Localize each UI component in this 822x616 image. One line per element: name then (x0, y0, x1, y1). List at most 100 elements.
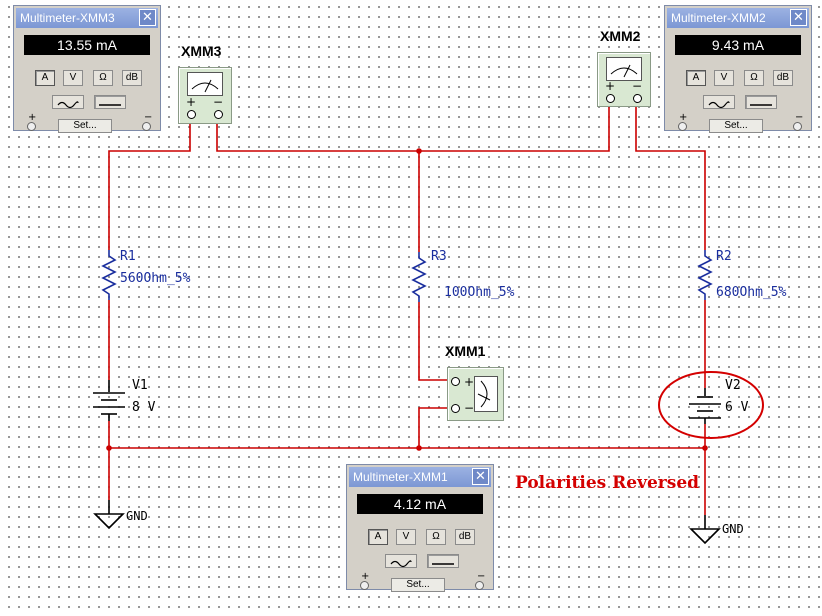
resistor-r1-symbol (101, 250, 117, 300)
dc-line-icon (99, 104, 121, 106)
plus-terminal-label: + (679, 112, 688, 123)
v1-value-label: 8 V (132, 400, 156, 415)
plus-jack-icon[interactable] (360, 581, 369, 590)
minus-jack-icon[interactable] (475, 581, 484, 590)
r3-branch-wire (418, 151, 453, 381)
v2-value-label: 6 V (725, 400, 749, 415)
xmm2-meter-symbol[interactable]: + − (597, 52, 651, 107)
plus-jack-icon[interactable] (678, 122, 687, 131)
window-title: Multimeter-XMM2 (671, 11, 766, 25)
meter-face-icon (474, 376, 498, 412)
xmm1-return-wire (418, 407, 453, 448)
top-wire-right (216, 105, 610, 152)
minus-terminal-label: − (477, 571, 486, 582)
sine-wave-icon (708, 101, 730, 109)
minus-jack-icon[interactable] (793, 122, 802, 131)
top-wire-r2 (635, 105, 706, 250)
annotation-circle (658, 371, 764, 439)
dc-mode-button[interactable] (94, 95, 126, 109)
sine-wave-icon (57, 101, 79, 109)
ac-mode-button[interactable] (52, 95, 84, 109)
ground-label-left: GND (126, 509, 148, 523)
meter-face-icon (187, 72, 223, 96)
window-title-bar[interactable]: Multimeter-XMM2 ✕ (667, 8, 809, 28)
r2-ref-label: R2 (716, 249, 732, 264)
ammeter-mode-button[interactable]: A (686, 70, 706, 86)
r3-ref-label: R3 (431, 249, 447, 264)
xmm2-minus-terminal[interactable] (633, 94, 642, 103)
r1-ref-label: R1 (120, 249, 136, 264)
window-title-bar[interactable]: Multimeter-XMM3 ✕ (16, 8, 158, 28)
resistor-r2-symbol (697, 250, 713, 300)
window-title: Multimeter-XMM3 (20, 11, 115, 25)
ammeter-mode-button[interactable]: A (35, 70, 55, 86)
ground-label-right: GND (722, 522, 744, 536)
junction-dot (416, 445, 422, 451)
dc-mode-button[interactable] (745, 95, 777, 109)
minus-terminal-label: − (144, 112, 153, 123)
settings-button[interactable]: Set... (709, 119, 763, 133)
resistor-r3-symbol (411, 252, 427, 302)
top-wire (108, 122, 191, 250)
junction-dot (702, 445, 708, 451)
decibel-mode-button[interactable]: dB (455, 529, 475, 545)
xmm1-minus-terminal[interactable] (451, 404, 460, 413)
ac-mode-button[interactable] (385, 554, 417, 568)
ground-symbol-left (93, 500, 125, 530)
meter-face-icon (606, 57, 642, 81)
window-title: Multimeter-XMM1 (353, 470, 448, 484)
r1-value-label: 560Ohm_5% (120, 271, 191, 286)
xmm2-ref-label: XMM2 (600, 28, 641, 44)
ammeter-mode-button[interactable]: A (368, 529, 388, 545)
dc-mode-button[interactable] (427, 554, 459, 568)
xmm1-meter-symbol[interactable]: + − (447, 367, 504, 421)
voltmeter-mode-button[interactable]: V (396, 529, 416, 545)
dc-line-icon (750, 104, 772, 106)
minus-terminal-label: − (795, 112, 804, 123)
ac-mode-button[interactable] (703, 95, 735, 109)
voltmeter-mode-button[interactable]: V (63, 70, 83, 86)
plus-jack-icon[interactable] (27, 122, 36, 131)
xmm2-plus-terminal[interactable] (606, 94, 615, 103)
settings-button[interactable]: Set... (58, 119, 112, 133)
plus-terminal-label: + (28, 112, 37, 123)
r3-value-label: 100Ohm_5% (444, 285, 515, 300)
r2-value-label: 680Ohm_5% (716, 285, 787, 300)
settings-button[interactable]: Set... (391, 578, 445, 592)
window-title-bar[interactable]: Multimeter-XMM1 ✕ (349, 467, 491, 487)
plus-terminal-label: + (361, 571, 370, 582)
reading-display: 4.12 mA (357, 494, 483, 514)
ohmmeter-mode-button[interactable]: Ω (744, 70, 764, 86)
ground-symbol-right (689, 515, 721, 545)
xmm3-plus-terminal[interactable] (187, 110, 196, 119)
ohmmeter-mode-button[interactable]: Ω (426, 529, 446, 545)
voltmeter-mode-button[interactable]: V (714, 70, 734, 86)
battery-v2-symbol (689, 388, 721, 424)
v1-ref-label: V1 (132, 378, 148, 393)
multimeter-xmm2-window[interactable]: Multimeter-XMM2 ✕ 9.43 mA A V Ω dB Set..… (664, 5, 812, 133)
junction-dot (416, 148, 422, 154)
decibel-mode-button[interactable]: dB (122, 70, 142, 86)
multimeter-xmm1-window[interactable]: Multimeter-XMM1 ✕ 4.12 mA A V Ω dB Set..… (346, 464, 494, 592)
multimeter-xmm3-window[interactable]: Multimeter-XMM3 ✕ 13.55 mA A V Ω dB Set.… (13, 5, 161, 133)
sine-wave-icon (390, 560, 412, 568)
xmm3-minus-terminal[interactable] (214, 110, 223, 119)
close-button[interactable]: ✕ (139, 9, 156, 26)
close-button[interactable]: ✕ (472, 468, 489, 485)
minus-jack-icon[interactable] (142, 122, 151, 131)
reading-display: 9.43 mA (675, 35, 801, 55)
xmm3-ref-label: XMM3 (181, 43, 222, 59)
junction-dot (106, 445, 112, 451)
xmm1-plus-terminal[interactable] (451, 377, 460, 386)
xmm1-ref-label: XMM1 (445, 343, 486, 359)
close-button[interactable]: ✕ (790, 9, 807, 26)
battery-v1-symbol (93, 380, 125, 421)
reading-display: 13.55 mA (24, 35, 150, 55)
decibel-mode-button[interactable]: dB (773, 70, 793, 86)
dc-line-icon (432, 563, 454, 565)
v2-ref-label: V2 (725, 378, 741, 393)
xmm3-meter-symbol[interactable]: + − (178, 67, 232, 124)
ohmmeter-mode-button[interactable]: Ω (93, 70, 113, 86)
polarities-reversed-annotation: Polarities Reversed (515, 473, 700, 493)
